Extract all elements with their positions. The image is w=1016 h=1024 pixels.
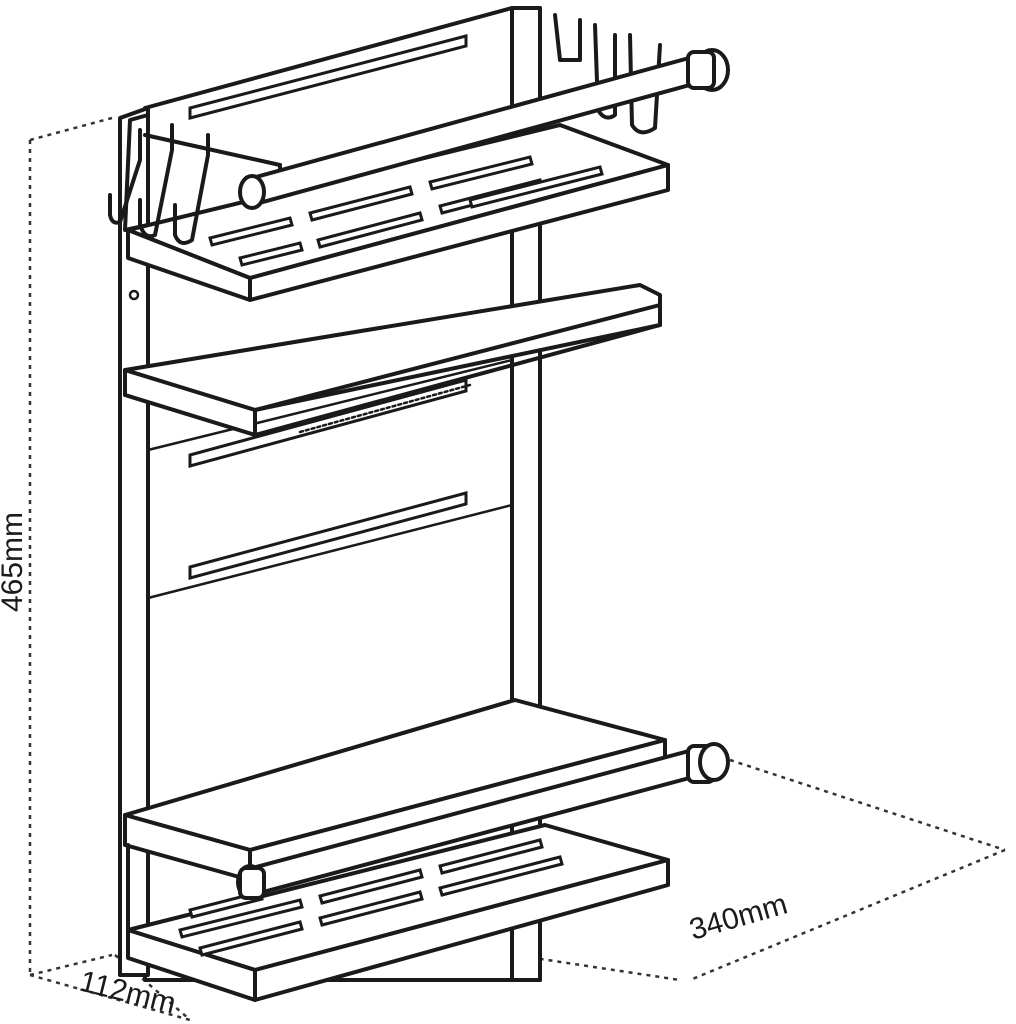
- depth-dimension: [29, 954, 191, 1022]
- top-towel-rail: [238, 48, 730, 210]
- height-label: 465mm: [0, 512, 29, 612]
- bottom-towel-rail: [236, 742, 730, 900]
- screw-hole: [128, 289, 140, 301]
- height-dimension: [28, 116, 113, 977]
- middle-towel-bar: [123, 283, 662, 437]
- width-dimension: [414, 758, 1006, 982]
- top-shelf: [123, 113, 670, 302]
- width-label: 340mm: [686, 887, 791, 946]
- bottom-tray-slots: [178, 838, 564, 957]
- top-tray-slots: [208, 155, 604, 267]
